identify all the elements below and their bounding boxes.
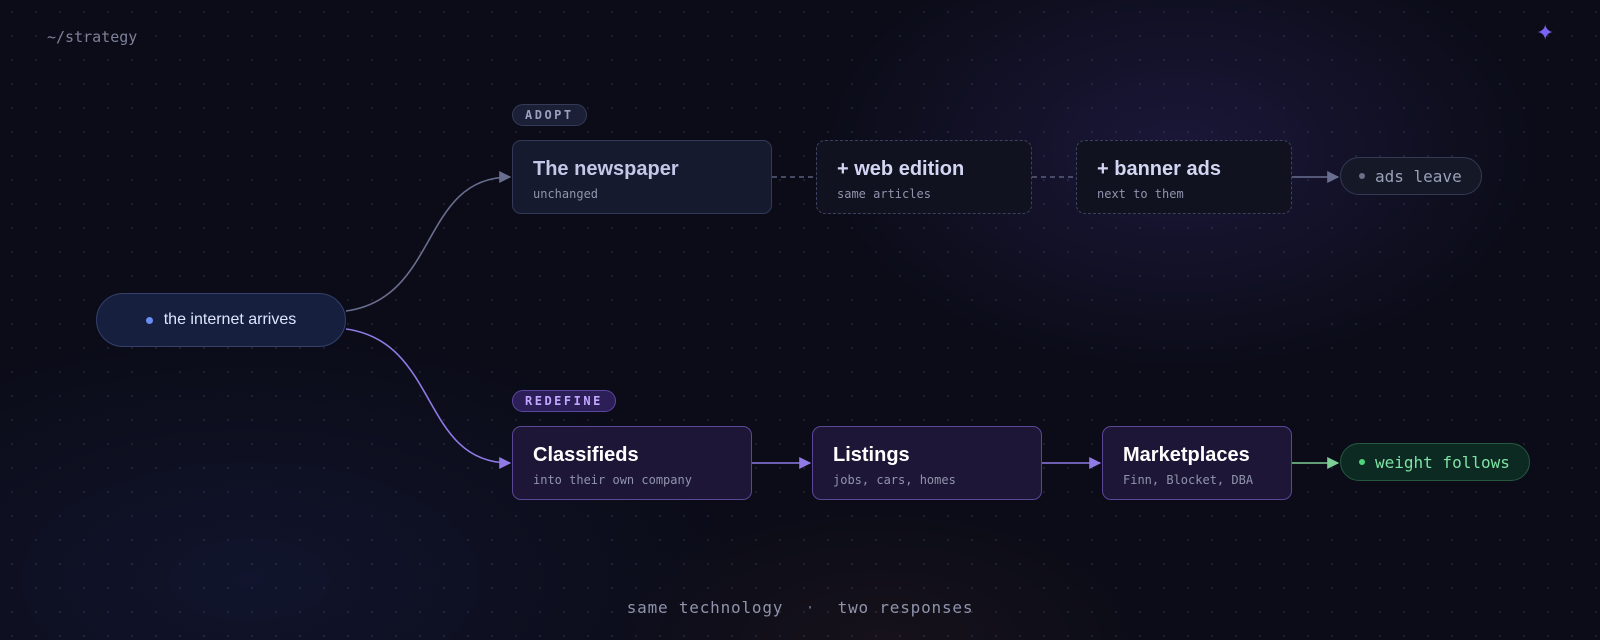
adopt-step-banner-ads[interactable]: + banner ads next to them <box>1076 140 1292 214</box>
outcome-dot-icon <box>1359 173 1365 179</box>
footer-right: two responses <box>837 598 974 617</box>
origin-label: the internet arrives <box>163 311 297 328</box>
footer-separator: · <box>805 598 816 617</box>
footer-caption: same technology · two responses <box>0 598 1600 617</box>
step-subtitle: into their own company <box>533 473 692 487</box>
adopt-step-web-edition[interactable]: + web edition same articles <box>816 140 1032 214</box>
step-title: The newspaper <box>533 158 679 180</box>
footer-left: same technology <box>626 598 784 617</box>
step-subtitle: same articles <box>837 187 931 201</box>
step-title: Classifieds <box>533 444 639 466</box>
ads-leave-outcome[interactable]: ads leave <box>1340 157 1482 195</box>
redefine-step-listings[interactable]: Listings jobs, cars, homes <box>812 426 1042 500</box>
weight-follows-outcome[interactable]: weight follows <box>1340 443 1530 481</box>
origin-node[interactable]: the internet arrives <box>96 293 346 347</box>
origin-to-newspaper-connector <box>345 171 512 312</box>
step-subtitle: jobs, cars, homes <box>833 473 956 487</box>
outcome-label: ads leave <box>1375 166 1462 186</box>
sparkle-icon: ✦ <box>1536 20 1555 45</box>
origin-dot-icon <box>145 316 153 324</box>
step-title: Marketplaces <box>1123 444 1250 466</box>
outcome-label: weight follows <box>1375 452 1510 472</box>
origin-to-classifieds-connector <box>345 328 512 469</box>
redefine-label: REDEFINE <box>512 390 616 412</box>
redefine-step-classifieds[interactable]: Classifieds into their own company <box>512 426 752 500</box>
step-subtitle: next to them <box>1097 187 1184 201</box>
adopt-label: ADOPT <box>512 104 587 126</box>
outcome-dot-icon <box>1359 459 1365 465</box>
adopt-step-newspaper[interactable]: The newspaper unchanged <box>512 140 772 214</box>
step-title: Listings <box>833 444 910 466</box>
page-path: ~/strategy <box>47 28 138 46</box>
step-subtitle: unchanged <box>533 187 599 201</box>
step-subtitle: Finn, Blocket, DBA <box>1123 473 1254 487</box>
step-title: + web edition <box>837 158 965 180</box>
step-title: + banner ads <box>1097 158 1221 180</box>
redefine-step-marketplaces[interactable]: Marketplaces Finn, Blocket, DBA <box>1102 426 1292 500</box>
